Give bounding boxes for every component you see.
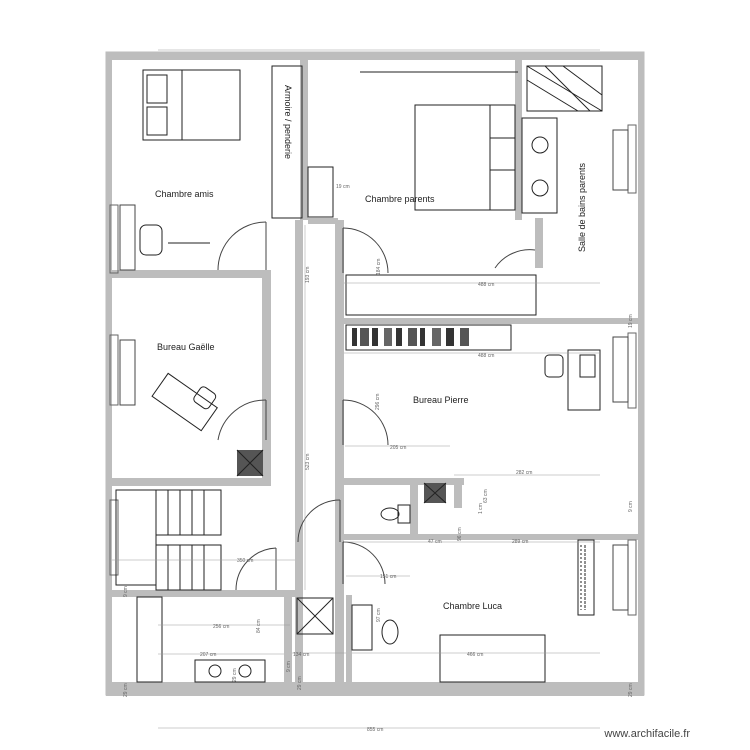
dim-label-289: 289 cm [512,539,528,545]
dim-label-134: 134 cm [293,652,309,658]
room-label-salle-de-bains: Salle de bains parents [577,162,587,252]
dim-label-350: 350 cm [237,558,253,564]
dim-label-29-c: 29 cm [297,676,303,690]
dim-label-184: 184 cm [376,259,382,275]
walls [106,52,644,696]
dim-label-96: 96 cm [457,527,463,541]
dim-label-151: 151 cm [380,574,396,580]
dim-label-488-top: 488 cm [478,282,494,288]
dim-label-47: 47 cm [428,539,442,545]
chair-chambre-amis [139,224,210,256]
wardrobe [271,65,303,219]
desk-gaelle [151,372,218,432]
dressing-shelves [360,71,518,211]
piano [577,539,595,616]
dim-label-9-a: 9 cm [628,501,634,512]
stairs [115,489,222,591]
dim-label-97: 97 cm [376,608,382,622]
dim-label-9-b: 9 cm [123,586,129,597]
dim-label-256: 256 cm [213,624,229,630]
dimension-lines [112,49,600,729]
books [352,328,469,346]
dim-label-488-bottom: 488 cm [478,353,494,359]
dim-label-855: 855 cm [367,727,383,733]
dim-label-29-b: 29 cm [232,668,238,682]
cupboard-488 [345,274,537,351]
bathroom-2 [136,596,399,683]
shower [526,65,603,112]
sinks-parents [521,117,558,214]
dim-label-63: 63 cm [483,489,489,503]
room-label-chambre-amis: Chambre amis [155,189,214,199]
room-label-chambre-parents: Chambre parents [365,194,435,204]
brand-link[interactable]: www.archifacile.fr [604,728,690,740]
room-label-chambre-luca: Chambre Luca [443,601,502,611]
dim-label-207: 207 cm [200,652,216,658]
bed-chambre-amis [142,69,241,141]
room-label-bureau-pierre: Bureau Pierre [413,395,469,405]
room-label-bureau-gaelle: Bureau Gaëlle [157,342,215,352]
doors [217,221,536,591]
dim-label-29-a: 29 cm [123,683,129,697]
dim-label-84: 84 cm [256,619,262,633]
wardrobe-label: Armoire / penderie [283,85,293,159]
radiators [119,129,629,611]
dim-label-1: 1 cm [478,503,484,514]
dim-label-29-d: 29 cm [628,683,634,697]
dim-label-193: 193 cm [305,267,311,283]
dim-label-282: 282 cm [516,470,532,476]
desk-pierre [544,349,601,411]
dim-label-19-a: 19 cm [336,184,350,190]
dim-label-296: 296 cm [375,394,381,410]
dim-label-466: 466 cm [467,652,483,658]
bedside-table [307,166,334,218]
toilet [380,504,411,524]
desk-luca [439,634,546,683]
dim-label-9-c: 9 cm [286,661,292,672]
dim-label-205: 205 cm [390,445,406,451]
dim-label-523: 523 cm [305,454,311,470]
ducts [236,449,447,504]
footer-brand[interactable]: www.archifacile.fr [604,726,690,740]
dim-label-19-b: 19 cm [628,314,634,328]
